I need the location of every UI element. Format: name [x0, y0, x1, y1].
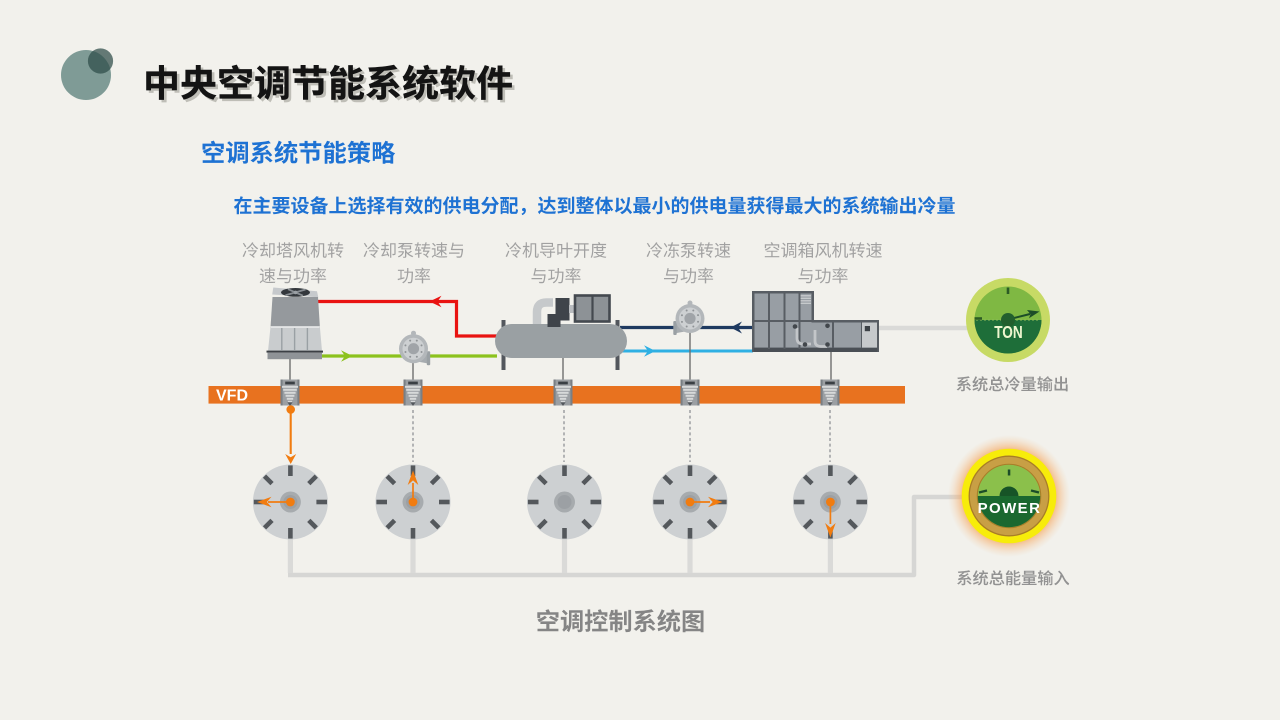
svg-text:VFD: VFD	[216, 388, 248, 405]
svg-text:POWER: POWER	[978, 500, 1042, 517]
svg-text:TON: TON	[994, 323, 1023, 342]
